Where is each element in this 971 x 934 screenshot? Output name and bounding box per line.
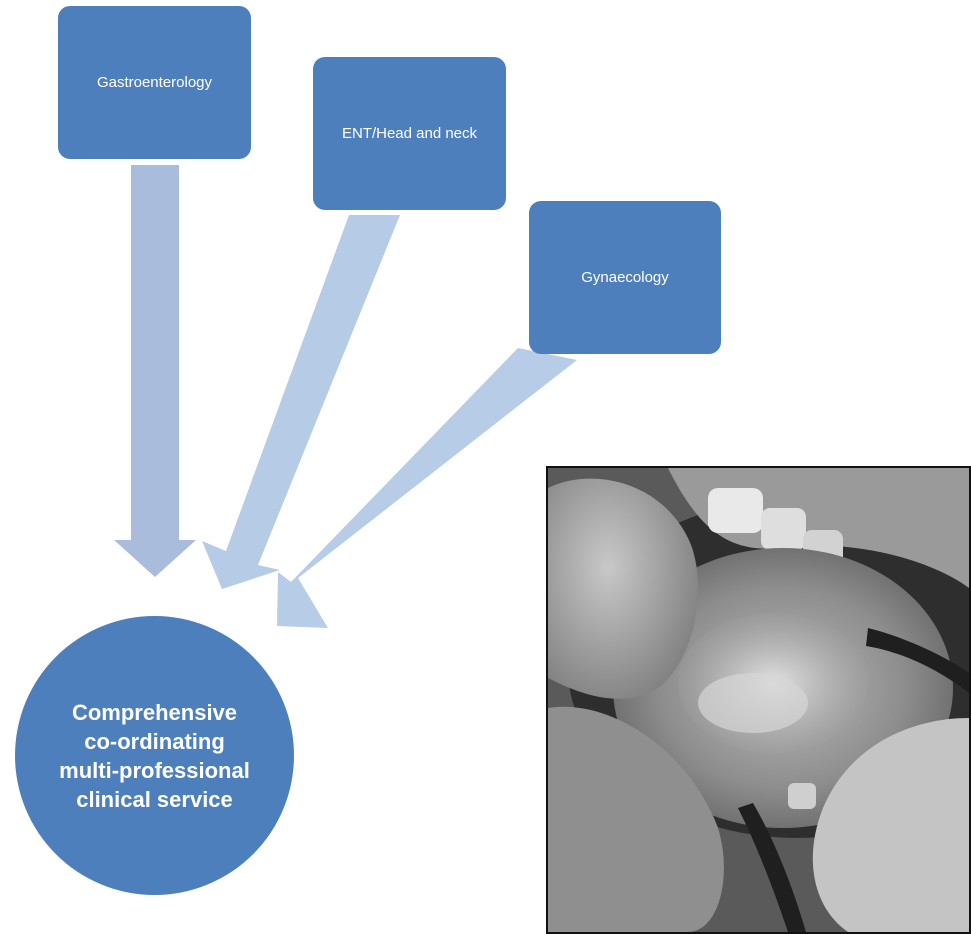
photo-illustration bbox=[548, 468, 969, 932]
tooth-shape bbox=[788, 783, 816, 809]
arrow-ent-to-hub bbox=[202, 215, 400, 589]
gynaecology-box: Gynaecology bbox=[529, 201, 721, 354]
ent-head-neck-label: ENT/Head and neck bbox=[336, 125, 483, 142]
tooth-shape bbox=[708, 488, 763, 533]
ent-head-neck-box: ENT/Head and neck bbox=[313, 57, 506, 210]
gynaecology-label: Gynaecology bbox=[575, 269, 675, 286]
clinical-service-label: Comprehensive co-ordinating multi-profes… bbox=[55, 698, 255, 814]
gastroenterology-label: Gastroenterology bbox=[91, 74, 218, 91]
arrow-gastro-to-hub bbox=[114, 165, 196, 577]
tooth-shape bbox=[761, 508, 806, 550]
clinical-service-hub: Comprehensive co-ordinating multi-profes… bbox=[15, 616, 294, 895]
oral-lesion-photo bbox=[546, 466, 971, 934]
gastroenterology-box: Gastroenterology bbox=[58, 6, 251, 159]
